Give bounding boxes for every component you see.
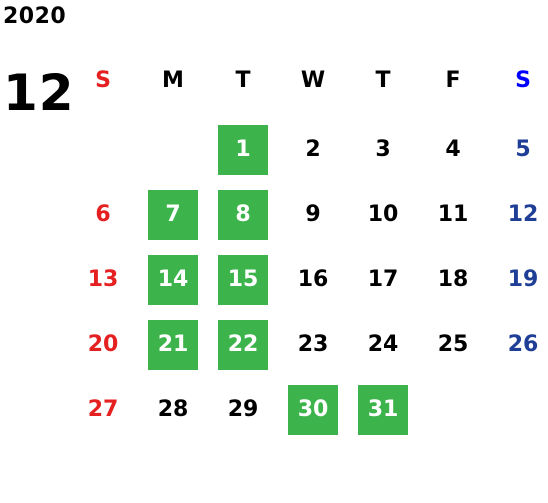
day-cell-highlighted[interactable]: 15 <box>218 255 268 305</box>
day-cell-highlighted[interactable]: 1 <box>218 125 268 175</box>
weekday-header: T <box>375 68 391 93</box>
day-cell[interactable]: 29 <box>227 397 259 422</box>
weekday-header: S <box>515 68 531 93</box>
weekday-header: M <box>162 68 184 93</box>
day-cell-highlighted[interactable]: 31 <box>358 385 408 435</box>
day-cell[interactable]: 16 <box>297 267 329 292</box>
day-cell[interactable]: 23 <box>297 332 329 357</box>
day-cell[interactable]: 20 <box>87 332 119 357</box>
day-cell[interactable]: 28 <box>157 397 189 422</box>
weekday-header: F <box>445 68 461 93</box>
day-cell[interactable]: 10 <box>367 202 399 227</box>
day-cell[interactable]: 27 <box>87 397 119 422</box>
day-cell-highlighted[interactable]: 14 <box>148 255 198 305</box>
weekday-header: T <box>235 68 251 93</box>
day-cell[interactable]: 17 <box>367 267 399 292</box>
day-cell[interactable]: 26 <box>507 332 539 357</box>
day-cell[interactable]: 9 <box>305 202 321 227</box>
day-cell[interactable]: 5 <box>515 137 531 162</box>
day-cell[interactable]: 24 <box>367 332 399 357</box>
day-cell[interactable]: 13 <box>87 267 119 292</box>
day-cell-highlighted[interactable]: 22 <box>218 320 268 370</box>
day-cell[interactable]: 2 <box>305 137 321 162</box>
day-cell-highlighted[interactable]: 21 <box>148 320 198 370</box>
day-cell[interactable]: 19 <box>507 267 539 292</box>
day-cell[interactable]: 6 <box>95 202 111 227</box>
day-cell[interactable]: 12 <box>507 202 539 227</box>
day-cell-highlighted[interactable]: 7 <box>148 190 198 240</box>
day-cell[interactable]: 11 <box>437 202 469 227</box>
day-cell[interactable]: 3 <box>375 137 391 162</box>
year-label: 2020 <box>3 4 67 29</box>
day-cell-highlighted[interactable]: 30 <box>288 385 338 435</box>
weekday-header: W <box>300 68 326 93</box>
weekday-header: S <box>95 68 111 93</box>
day-cell[interactable]: 18 <box>437 267 469 292</box>
month-label: 12 <box>3 64 75 122</box>
day-cell[interactable]: 4 <box>445 137 461 162</box>
day-cell-highlighted[interactable]: 8 <box>218 190 268 240</box>
day-cell[interactable]: 25 <box>437 332 469 357</box>
